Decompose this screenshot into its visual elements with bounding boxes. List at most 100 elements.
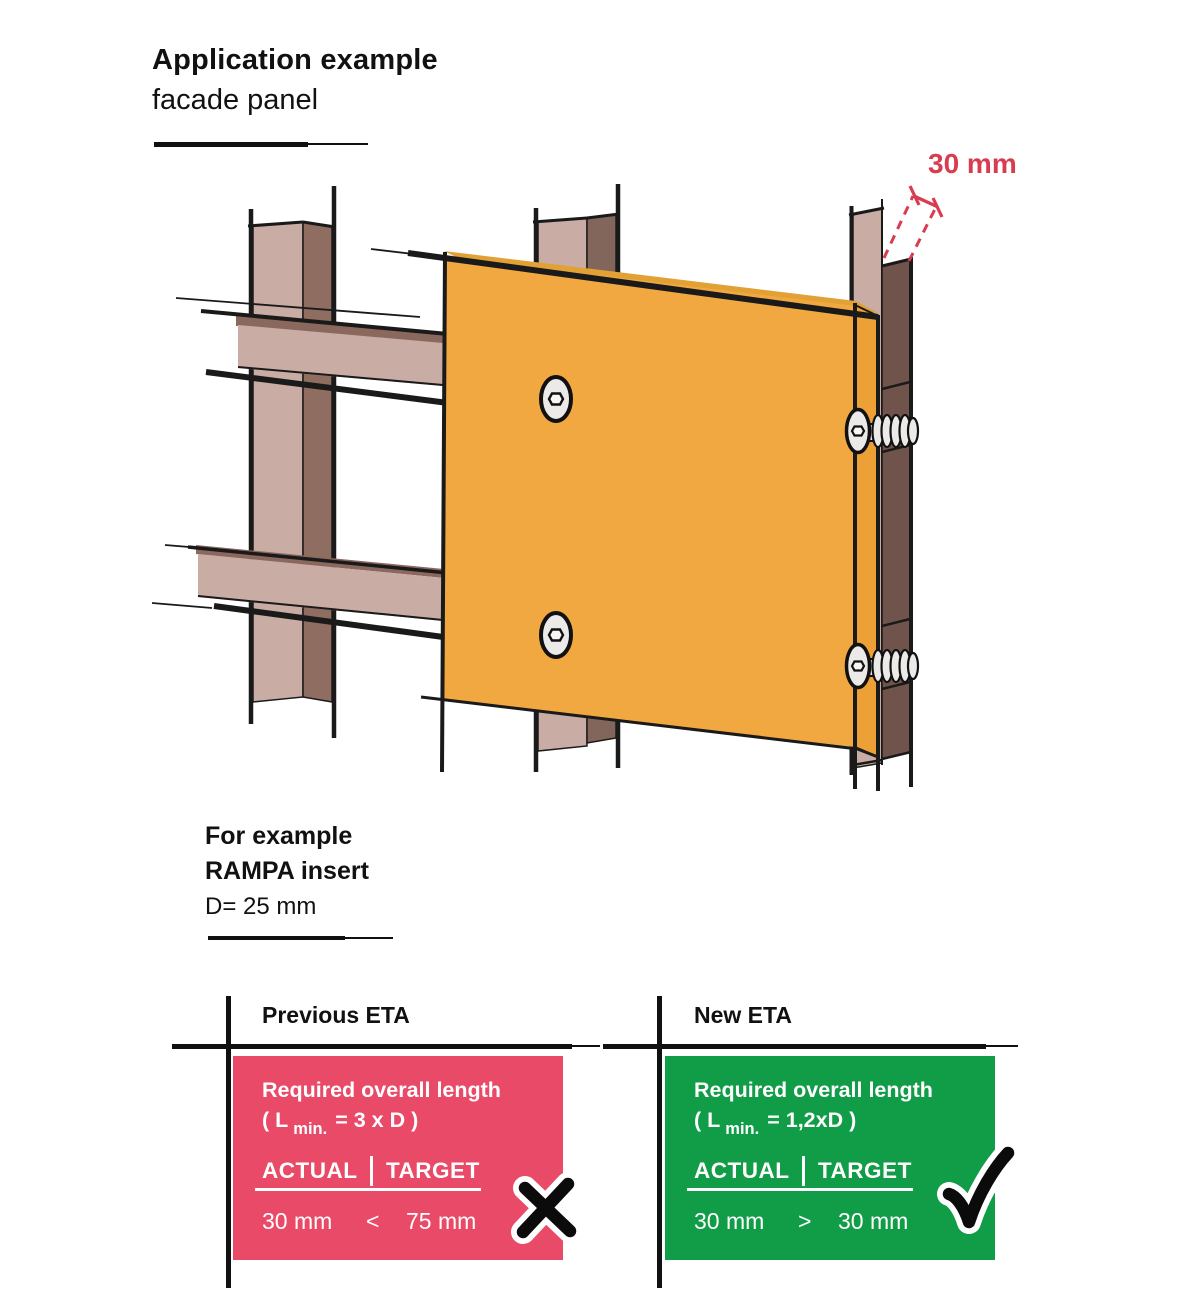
formula-subscript: min. xyxy=(293,1120,328,1138)
left-batten-front-face xyxy=(252,221,304,703)
panel-top-edge xyxy=(407,250,879,320)
dimension-callout xyxy=(882,185,944,262)
lower-rail-front-face xyxy=(198,554,443,621)
lower-rail xyxy=(151,544,459,642)
hex-socket xyxy=(850,425,866,437)
formula-open: ( L xyxy=(262,1108,289,1132)
left-batten xyxy=(247,186,337,738)
edge-line xyxy=(247,220,304,228)
edge-line xyxy=(848,206,885,217)
note-line-1: For example xyxy=(205,822,353,850)
formula-rest: = 1,2xD ) xyxy=(767,1108,857,1132)
upper-rail-top-face xyxy=(236,315,444,344)
crosshair-horizontal xyxy=(603,1044,986,1049)
edge-line xyxy=(881,257,912,268)
check-icon-stroke xyxy=(942,1146,1015,1229)
sketch-line xyxy=(151,602,213,609)
edge-line xyxy=(854,746,879,759)
edge-line xyxy=(532,216,588,224)
formula-rest: = 3 x D ) xyxy=(335,1108,419,1132)
edge-line xyxy=(200,309,449,336)
dimension-tick xyxy=(908,185,921,206)
rail-end-line xyxy=(881,680,911,691)
face-screw-bottom xyxy=(539,611,573,659)
screw-thread xyxy=(906,416,920,446)
edge-line xyxy=(197,595,444,621)
rail-end-line xyxy=(881,617,911,628)
hex-socket xyxy=(547,392,565,406)
rail-end-line xyxy=(881,380,911,391)
comparator: > xyxy=(798,1208,812,1234)
right-batten-side xyxy=(852,257,913,787)
hex-socket xyxy=(850,660,866,672)
dimension-tick xyxy=(931,197,944,218)
crosshair-vertical xyxy=(657,996,662,1288)
formula-open: ( L xyxy=(694,1108,721,1132)
crosshair-vertical xyxy=(226,996,231,1288)
edge-line xyxy=(586,212,620,220)
dimension-bar xyxy=(913,194,939,209)
previous-eta-header: Previous ETA xyxy=(262,1002,410,1028)
column-divider xyxy=(802,1156,805,1186)
panel-front-face xyxy=(443,257,855,747)
facade-panel xyxy=(370,248,880,791)
target-column-label: TARGET xyxy=(385,1158,480,1183)
requirement-label: Required overall length xyxy=(262,1078,501,1102)
comparator: < xyxy=(366,1208,380,1234)
target-value: 75 mm xyxy=(406,1208,477,1234)
actual-column-label: ACTUAL xyxy=(694,1158,790,1183)
edge-line xyxy=(187,545,449,575)
title-underline xyxy=(154,142,308,147)
cross-icon xyxy=(511,1172,582,1244)
note-line-3: D= 25 mm xyxy=(205,893,317,920)
insert-screw-top xyxy=(844,407,920,455)
dimension-extension-line xyxy=(882,195,915,259)
page-subtitle: facade panel xyxy=(152,84,319,116)
requirement-label: Required overall length xyxy=(694,1078,933,1102)
screw-thread xyxy=(906,651,920,681)
face-screw-top xyxy=(539,375,573,423)
panel-left-edge xyxy=(440,251,447,773)
actual-column-label: ACTUAL xyxy=(262,1158,358,1183)
title-underline-tail xyxy=(308,143,368,145)
new-eta-header: New ETA xyxy=(694,1002,792,1028)
actual-value: 30 mm xyxy=(262,1208,333,1234)
crosshair-horizontal-tail xyxy=(572,1045,600,1047)
upper-rail xyxy=(175,297,457,407)
crosshair-horizontal xyxy=(172,1044,572,1049)
values-row: 30 mm > 30 mm xyxy=(665,1208,995,1238)
edge-line xyxy=(881,750,912,761)
values-row: 30 mm < 75 mm xyxy=(233,1208,563,1238)
note-underline-tail xyxy=(345,937,393,939)
actual-value: 30 mm xyxy=(694,1208,765,1234)
shadow-line xyxy=(205,369,457,407)
note-underline xyxy=(208,936,345,940)
edge-line xyxy=(302,220,336,229)
dimension-extension-line xyxy=(907,206,938,262)
sketch-line xyxy=(175,297,421,318)
columns-underline xyxy=(687,1188,913,1191)
shadow-line xyxy=(213,603,459,642)
column-headers: ACTUAL TARGET xyxy=(262,1156,480,1186)
hex-socket xyxy=(547,628,565,642)
check-icon xyxy=(937,1142,1018,1234)
panel-bottom-edge xyxy=(420,695,859,751)
formula-subscript: min. xyxy=(725,1120,760,1138)
columns-underline xyxy=(255,1188,481,1191)
dimension-label: 30 mm xyxy=(928,148,1017,179)
crosshair-horizontal-tail xyxy=(986,1045,1018,1047)
target-value: 30 mm xyxy=(838,1208,909,1234)
page-title: Application example xyxy=(152,44,438,76)
column-divider xyxy=(370,1156,373,1186)
target-column-label: TARGET xyxy=(817,1158,912,1183)
note-line-2: RAMPA insert xyxy=(205,857,369,885)
edge-line xyxy=(237,366,444,386)
left-batten-side-face xyxy=(302,221,333,703)
column-headers: ACTUAL TARGET xyxy=(694,1156,912,1186)
